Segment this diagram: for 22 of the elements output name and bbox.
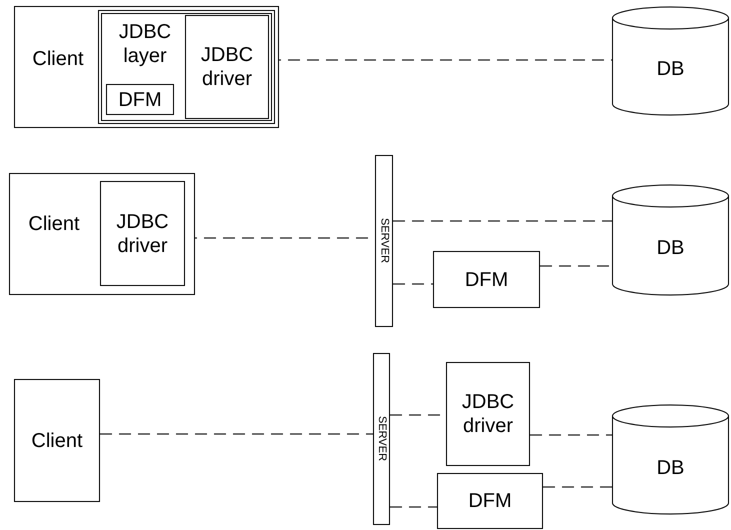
component-box bbox=[9, 173, 195, 295]
node-label: Client bbox=[27, 212, 81, 236]
component-box: DFM bbox=[106, 84, 174, 115]
component-box: DFM bbox=[433, 251, 540, 308]
dashed-connector bbox=[390, 506, 438, 508]
component-box: JDBC driver bbox=[446, 362, 530, 466]
dashed-connector bbox=[530, 434, 612, 436]
component-box bbox=[14, 6, 279, 128]
dashed-connector bbox=[542, 486, 612, 488]
component-box: Client bbox=[14, 379, 100, 502]
server-bar: SERVER bbox=[373, 353, 390, 525]
server-bar: SERVER bbox=[375, 155, 393, 327]
database-cylinder: DB bbox=[612, 6, 729, 116]
node-label: JDBC layer bbox=[118, 20, 172, 68]
database-cylinder: DB bbox=[612, 184, 729, 296]
database-cylinder: DB bbox=[612, 404, 729, 515]
component-box: JDBC driver bbox=[185, 15, 269, 119]
component-box: DFM bbox=[437, 473, 543, 529]
component-box bbox=[98, 10, 275, 124]
dashed-connector bbox=[392, 220, 612, 222]
node-label: Client bbox=[31, 47, 85, 71]
component-box: JDBC driver bbox=[100, 181, 185, 286]
